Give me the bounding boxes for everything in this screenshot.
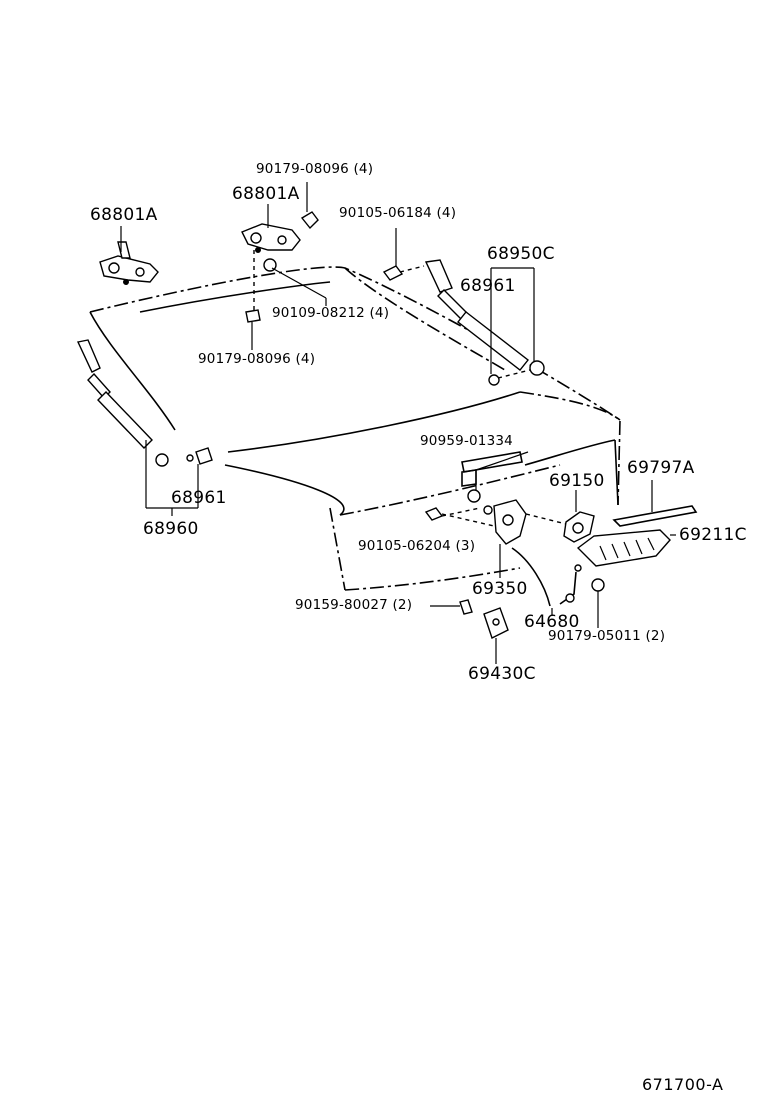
label-striker-screw: 90159-80027 (2) bbox=[295, 597, 413, 613]
label-bolt-top: 90179-08096 (4) bbox=[256, 161, 374, 177]
lock-cylinder bbox=[525, 490, 595, 543]
label-lock-cylinder: 69150 bbox=[549, 471, 605, 491]
label-lock-screw: 90105-06204 (3) bbox=[358, 538, 476, 554]
label-hinge-left: 68801A bbox=[90, 205, 158, 225]
hinge-left bbox=[99, 241, 159, 285]
hinge-right bbox=[241, 223, 301, 253]
label-hinge-right: 68801A bbox=[232, 184, 300, 204]
support-right bbox=[424, 259, 545, 386]
trunk-lid bbox=[89, 266, 621, 591]
striker-screw bbox=[430, 599, 473, 615]
hinge-studs bbox=[245, 250, 327, 350]
label-support-assy-right: 68950C bbox=[487, 244, 555, 264]
lock-screw bbox=[424, 507, 495, 527]
outer-handle bbox=[576, 529, 676, 567]
striker bbox=[483, 607, 509, 664]
support-left-leaders bbox=[145, 440, 199, 516]
support-right-leaders bbox=[490, 267, 535, 374]
label-nut-hinge: 90179-08096 (4) bbox=[198, 351, 316, 367]
label-lock-assy: 69350 bbox=[472, 579, 528, 599]
label-outer-handle: 69211C bbox=[679, 525, 747, 545]
handle-nut bbox=[591, 578, 605, 628]
support-left bbox=[76, 339, 213, 467]
label-support-assy-left: 68960 bbox=[143, 519, 199, 539]
label-support-stud-left: 68961 bbox=[171, 488, 227, 508]
label-stud-hinge: 90109-08212 (4) bbox=[272, 305, 390, 321]
label-bolt-hinge: 90105-06184 (4) bbox=[339, 205, 457, 221]
label-striker: 69430C bbox=[468, 664, 536, 684]
label-handle-nut: 90179-05011 (2) bbox=[548, 628, 666, 644]
release-cable bbox=[511, 547, 582, 616]
lock-rod bbox=[612, 480, 698, 527]
nut-top bbox=[300, 182, 319, 230]
label-lock-bolt: 90959-01334 bbox=[420, 433, 513, 449]
label-lock-rod: 69797A bbox=[627, 458, 695, 478]
lock-assembly bbox=[467, 451, 529, 578]
bolt-hinge bbox=[382, 228, 425, 281]
diagram-reference-number: 671700-A bbox=[642, 1075, 724, 1094]
label-support-stud-right: 68961 bbox=[460, 276, 516, 296]
label-release-cable: 64680 bbox=[524, 612, 580, 632]
